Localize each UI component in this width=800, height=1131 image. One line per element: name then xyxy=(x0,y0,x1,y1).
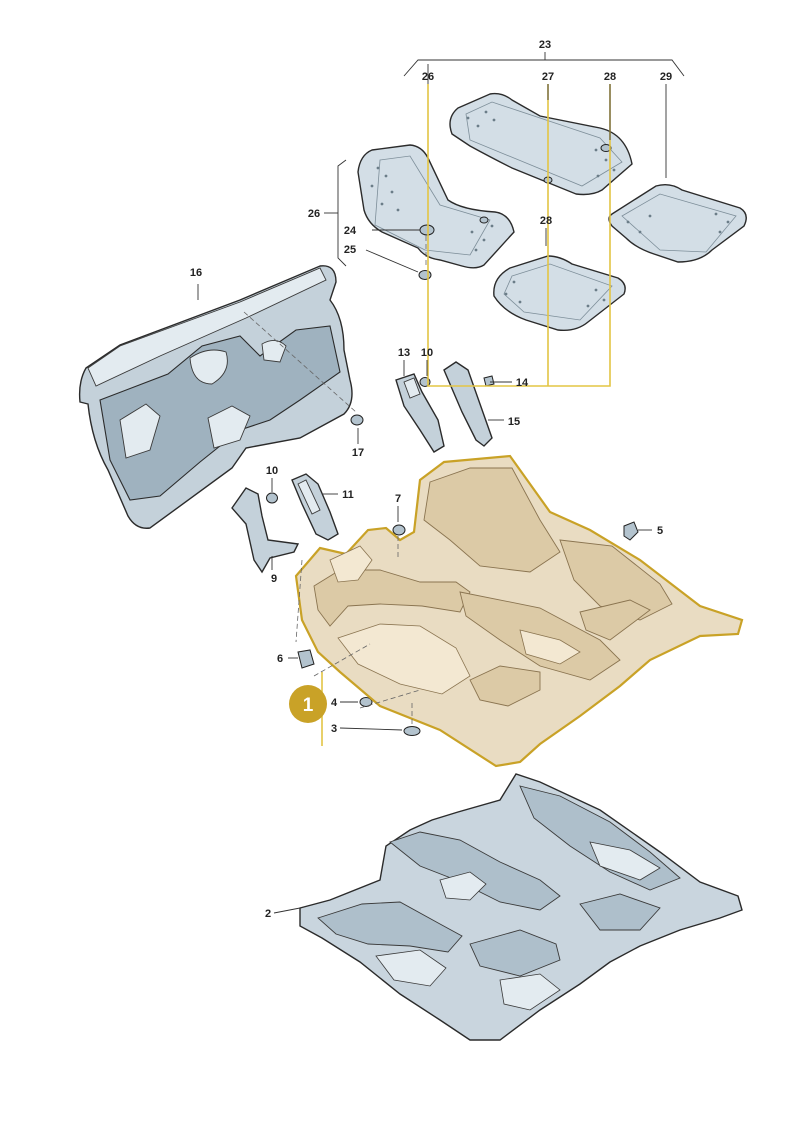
label-26-side: 26 xyxy=(308,208,320,220)
label-11: 11 xyxy=(342,489,354,501)
label-10-top: 10 xyxy=(421,347,433,359)
label-28-mid: 28 xyxy=(540,215,552,227)
dashboard-insulation[interactable] xyxy=(78,265,353,529)
label-23: 23 xyxy=(539,39,551,51)
floor-carpet[interactable] xyxy=(294,454,744,768)
fasteners xyxy=(266,375,639,736)
label-3: 3 xyxy=(331,723,337,735)
footrest-15[interactable] xyxy=(443,361,493,447)
leader-lines xyxy=(197,52,685,914)
floor-mat-rear-left[interactable] xyxy=(493,255,626,332)
badge-circle xyxy=(289,685,327,723)
badge-number: 1 xyxy=(303,695,314,716)
floor-mat-rear-right[interactable] xyxy=(608,183,747,263)
label-2: 2 xyxy=(265,908,271,920)
label-10-mid: 10 xyxy=(266,465,278,477)
label-15: 15 xyxy=(508,416,520,428)
label-25: 25 xyxy=(344,244,356,256)
label-28-top: 28 xyxy=(604,71,616,83)
label-9: 9 xyxy=(271,573,277,585)
footrest-pad-11[interactable] xyxy=(291,473,339,541)
assembly-dashed-lines xyxy=(243,236,427,724)
label-24: 24 xyxy=(344,225,357,237)
mat-dot-texture xyxy=(370,110,730,308)
label-6: 6 xyxy=(277,653,283,665)
floor-insulation-base[interactable] xyxy=(299,773,743,1041)
label-7: 7 xyxy=(395,493,401,505)
footrest-bracket-13[interactable] xyxy=(395,373,445,453)
highlight-badge[interactable]: 1 xyxy=(289,685,327,723)
label-17: 17 xyxy=(352,447,364,459)
floor-mat-front-right[interactable] xyxy=(449,92,633,196)
label-26-top: 26 xyxy=(422,71,434,83)
label-14: 14 xyxy=(516,377,529,389)
label-29: 29 xyxy=(660,71,672,83)
bracket-9[interactable] xyxy=(231,487,300,574)
label-27: 27 xyxy=(542,71,554,83)
label-13: 13 xyxy=(398,347,410,359)
label-16: 16 xyxy=(190,267,202,279)
floor-mat-front-left[interactable] xyxy=(357,144,515,269)
label-5: 5 xyxy=(657,525,663,537)
label-4: 4 xyxy=(331,697,338,709)
